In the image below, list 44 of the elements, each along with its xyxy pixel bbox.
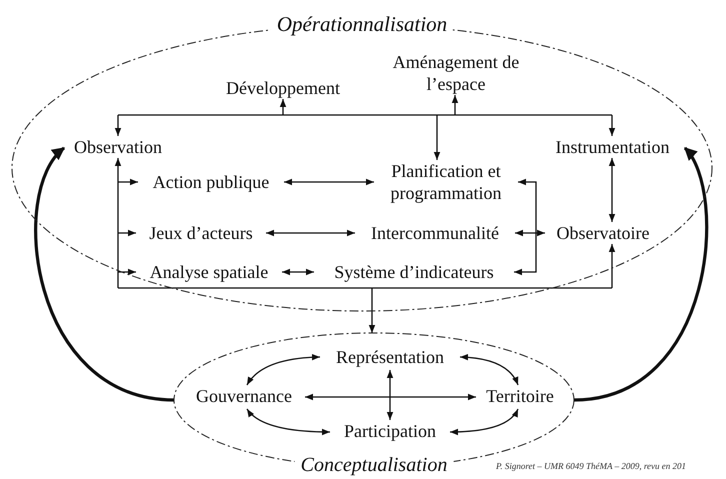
- connector-line: [118, 287, 612, 289]
- arrow: [246, 354, 320, 386]
- arrow: [452, 95, 458, 115]
- arrow: [305, 394, 476, 400]
- concept-term: Instrumentation: [540, 136, 685, 158]
- arrow: [246, 408, 330, 436]
- arrow: [608, 158, 616, 222]
- arrow: [608, 244, 616, 288]
- concept-term: Développement: [212, 77, 354, 99]
- arrow: [386, 370, 394, 420]
- arrow: [118, 268, 136, 276]
- arrow: [118, 230, 136, 236]
- arrow: [282, 268, 314, 276]
- arrow: [34, 146, 174, 402]
- arrow: [114, 115, 122, 136]
- arrow: [284, 178, 374, 186]
- concept-term: Territoire: [476, 385, 564, 409]
- concept-term: Représentation: [320, 346, 460, 370]
- arrow: [574, 146, 708, 402]
- arrow: [515, 230, 545, 236]
- arrow: [434, 115, 440, 160]
- arrow: [460, 354, 519, 386]
- concept-term: Observatoire: [545, 222, 661, 244]
- arrow: [608, 115, 616, 136]
- connector-line: [118, 114, 612, 116]
- concept-term: Aménagement de l’espace: [378, 51, 534, 95]
- arrow: [114, 158, 122, 288]
- arrow: [368, 288, 376, 333]
- arrow: [266, 230, 355, 236]
- concept-term: Planification et programmation: [374, 160, 518, 204]
- concept-term: Intercommunalité: [355, 222, 515, 244]
- region-title: Conceptualisation: [294, 454, 454, 476]
- arrow: [450, 408, 519, 436]
- concept-term: Système d’indicateurs: [314, 261, 514, 283]
- concept-term: Action publique: [138, 171, 284, 193]
- concept-term: Jeux d’acteurs: [136, 222, 266, 244]
- concept-term: Observation: [64, 136, 172, 158]
- arrow: [514, 178, 537, 276]
- credit-note: P. Signoret – UMR 6049 ThéMA – 2009, revu en 201: [496, 461, 686, 471]
- concept-term: Gouvernance: [183, 385, 305, 409]
- concept-term: Participation: [330, 420, 450, 444]
- arrow: [280, 99, 286, 115]
- concept-term: Analyse spatiale: [136, 261, 282, 283]
- arrow: [118, 178, 138, 186]
